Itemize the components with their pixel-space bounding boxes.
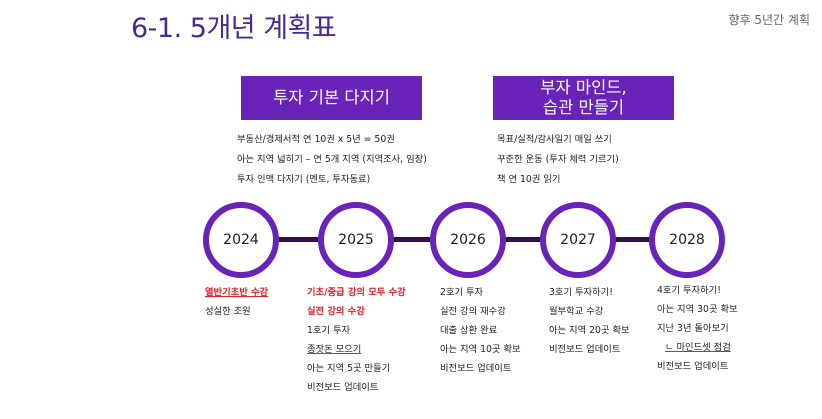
- year-label: 2028: [669, 232, 705, 248]
- goal-header-label: 습관 만들기: [542, 98, 625, 117]
- year-circle-2024: 2024: [203, 202, 279, 278]
- year-circle-2027: 2027: [540, 202, 616, 278]
- goal-item: 투자 인맥 다지기 (멘토, 투자동료): [237, 174, 371, 185]
- page-subtitle: 향후 5년간 계획: [728, 13, 810, 27]
- year-circle-2025: 2025: [318, 202, 394, 278]
- year-circle-2028: 2028: [649, 202, 725, 278]
- plan-item: ㄴ 마인드셋 점검: [665, 342, 731, 353]
- plan-list-2026: 2호기 투자 실전 강의 재수강 대출 상환 완료 아는 지역 10곳 확보 비…: [440, 283, 521, 378]
- plan-item: 아는 지역 20곳 확보: [549, 325, 630, 336]
- year-label: 2025: [338, 232, 374, 248]
- goal-item: 목표/실적/감사일기 매일 쓰기: [497, 134, 612, 145]
- plan-item: 비전보드 업데이트: [657, 361, 729, 372]
- goal-list-foundation: 부동산/경제서적 연 10권 x 5년 = 50권 아는 지역 넓히기 – 연 …: [237, 130, 427, 190]
- plan-item: 3호기 투자하기!: [549, 287, 613, 298]
- year-label: 2024: [223, 232, 259, 248]
- plan-list-2027: 3호기 투자하기! 월부학교 수강 아는 지역 20곳 확보 비전보드 업데이트: [549, 283, 630, 359]
- goal-header-label: 부자 마인드,: [540, 78, 627, 97]
- goal-item: 아는 지역 넓히기 – 연 5개 지역 (지역조사, 임장): [237, 154, 427, 165]
- goal-list-mindset: 목표/실적/감사일기 매일 쓰기 꾸준한 운동 (투자 체력 기르기) 책 연 …: [497, 130, 619, 190]
- plan-item: 아는 지역 10곳 확보: [440, 344, 521, 355]
- plan-item: 성실한 조원: [205, 306, 251, 317]
- plan-item-highlight: 기초/중급 강의 모두 수강: [307, 287, 406, 298]
- plan-item: 대출 상환 완료: [440, 325, 498, 336]
- plan-item: 월부학교 수강: [549, 306, 604, 317]
- plan-item: 아는 지역 5곳 만들기: [307, 363, 391, 374]
- plan-list-2025: 기초/중급 강의 모두 수강 실전 강의 수강 1호기 투자 종잣돈 모으기 아…: [307, 283, 406, 397]
- year-label: 2027: [560, 232, 596, 248]
- plan-list-2028: 4호기 투자하기! 아는 지역 30곳 확보 지난 3년 돌아보기 ㄴ 마인드셋…: [657, 281, 738, 376]
- plan-item: 비전보드 업데이트: [307, 382, 379, 393]
- year-circle-2026: 2026: [430, 202, 506, 278]
- goal-header-foundation: 투자 기본 다지기: [241, 76, 422, 120]
- plan-item: 아는 지역 30곳 확보: [657, 304, 738, 315]
- plan-list-2024: 열반기초반 수강 성실한 조원: [205, 283, 268, 321]
- plan-item: 지난 3년 돌아보기: [657, 323, 729, 334]
- goal-header-label: 투자 기본 다지기: [273, 88, 390, 107]
- goal-item: 부동산/경제서적 연 10권 x 5년 = 50권: [237, 134, 395, 145]
- plan-item: 실전 강의 재수강: [440, 306, 506, 317]
- plan-item: 비전보드 업데이트: [440, 363, 512, 374]
- plan-item-highlight: 열반기초반 수강: [205, 287, 269, 298]
- goal-item: 책 연 10권 읽기: [497, 174, 561, 185]
- goal-header-mindset: 부자 마인드, 습관 만들기: [493, 76, 674, 120]
- plan-item: 비전보드 업데이트: [549, 344, 621, 355]
- goal-item: 꾸준한 운동 (투자 체력 기르기): [497, 154, 619, 165]
- plan-item-highlight: 실전 강의 수강: [307, 306, 365, 317]
- plan-item: 2호기 투자: [440, 287, 484, 298]
- plan-item: 종잣돈 모으기: [307, 344, 362, 355]
- page-title: 6-1. 5개년 계획표: [131, 13, 337, 44]
- plan-item: 1호기 투자: [307, 325, 351, 336]
- year-label: 2026: [450, 232, 486, 248]
- plan-item: 4호기 투자하기!: [657, 285, 721, 296]
